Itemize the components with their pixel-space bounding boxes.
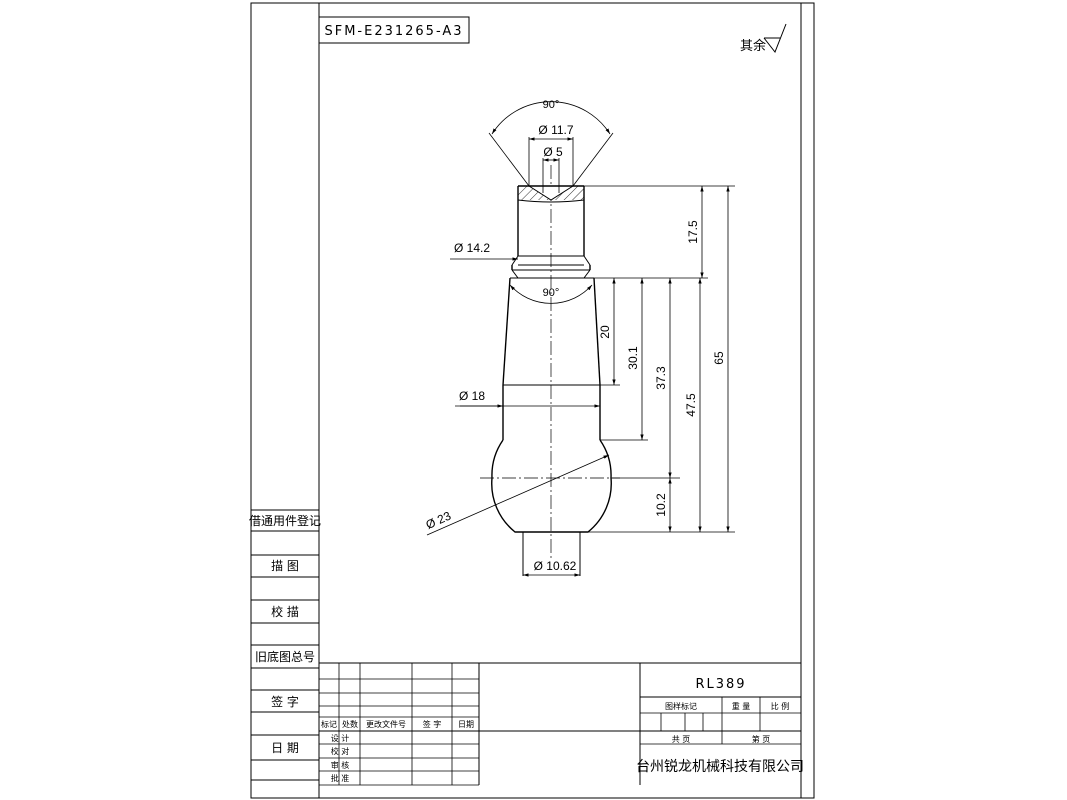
- scale-label: 比 例: [771, 701, 790, 711]
- signature-label: 签 字: [271, 694, 299, 709]
- sign-header: 签 字: [423, 719, 442, 729]
- dim-len-20: 20: [598, 325, 612, 339]
- dim-dia-hole: Ø 5: [543, 145, 563, 159]
- dim-len-65: 65: [712, 351, 726, 365]
- company-name: 台州锐龙机械科技有限公司: [636, 759, 804, 775]
- dim-len-47-5: 47.5: [684, 393, 698, 417]
- total-sheets-label: 共 页: [672, 735, 691, 744]
- role-design: 设 计: [331, 733, 350, 743]
- part-number: RL389: [695, 677, 746, 692]
- role-approve: 批 准: [331, 773, 350, 783]
- surface-roughness-icon: [763, 23, 787, 53]
- sheet-no-label: 第 页: [752, 734, 771, 744]
- mark-header: 标记: [321, 719, 337, 729]
- dim-dia-taper: Ø 18: [459, 389, 485, 403]
- role-review: 审 核: [331, 760, 350, 770]
- dim-angle-top: 90°: [543, 99, 560, 111]
- drawing-number: SFM-E231265-A3: [324, 24, 463, 39]
- dim-dia-neck: Ø 14.2: [454, 241, 490, 255]
- side-panel: 借通用件登记 描 图 校 描 旧底图总号 签 字 日 期: [249, 509, 321, 781]
- dim-len-30-1: 30.1: [626, 346, 640, 370]
- dim-dia-base: Ø 10.62: [534, 559, 577, 573]
- date-label: 日 期: [271, 741, 299, 755]
- doc-mark-label: 图样标记: [665, 701, 697, 711]
- date-header: 日期: [458, 720, 474, 729]
- draw-label: 描 图: [271, 559, 299, 573]
- check-trace-label: 校 描: [271, 604, 299, 619]
- dim-len-10-2: 10.2: [654, 493, 668, 517]
- part-outline: [480, 165, 620, 576]
- dim-len-17-5: 17.5: [686, 220, 700, 244]
- sheet-frame: [250, 2, 815, 799]
- count-header: 处数: [342, 719, 358, 729]
- role-check: 校 对: [331, 746, 350, 756]
- surface-finish-note: 其余: [740, 23, 787, 54]
- weight-label: 重 量: [732, 701, 751, 711]
- dim-len-37-3: 37.3: [654, 366, 668, 390]
- dim-dia-ball: Ø 23: [424, 509, 454, 533]
- change-doc-header: 更改文件号: [366, 719, 406, 729]
- dim-dia-top-cone: Ø 11.7: [538, 123, 573, 137]
- old-base-no-label: 旧底图总号: [255, 649, 315, 664]
- title-block: 标记 处数 更改文件号 签 字 日期 设 计 校 对 审 核 批 准 RL389…: [319, 662, 804, 786]
- dim-angle-mid: 90°: [543, 287, 560, 299]
- general-register-label: 借通用件登记: [249, 513, 321, 528]
- surface-finish-label: 其余: [740, 38, 766, 54]
- dimensions: 90° Ø 11.7 Ø 5 Ø 14.2 90° Ø 18 Ø 23 Ø 10…: [424, 99, 735, 577]
- drawing-number-box: SFM-E231265-A3: [318, 16, 470, 44]
